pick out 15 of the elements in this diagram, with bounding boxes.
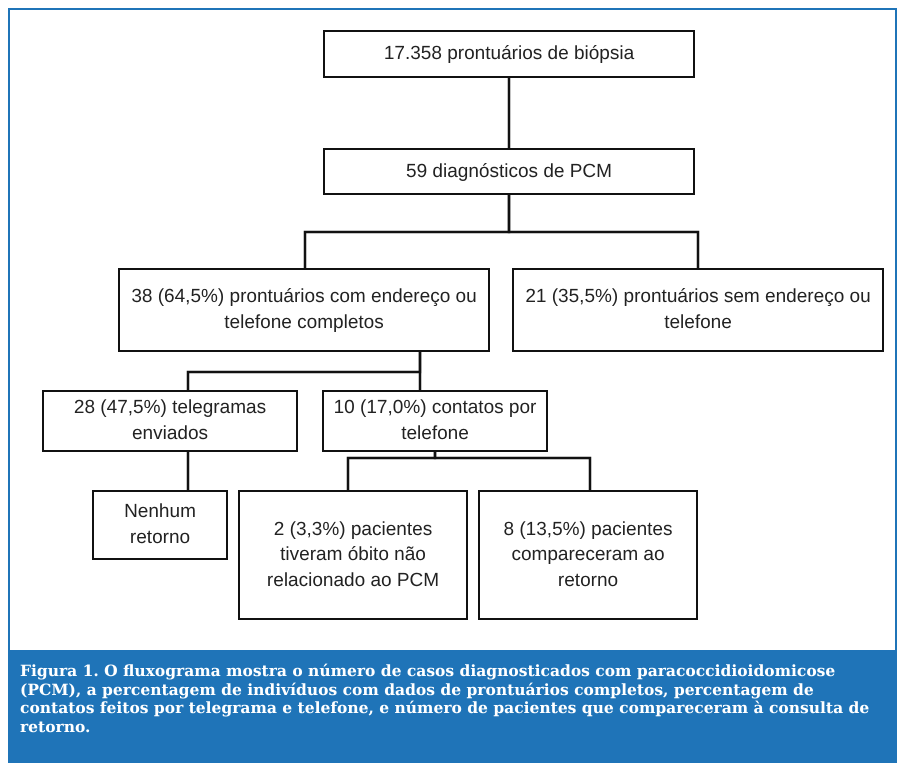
figure-caption: Figura 1. O fluxograma mostra o número de casos diagnosticados com paracoccidioidomicose (PCM), a percentagem de indivíduos com dados de prontuários completos, percentagem de contatos feitos por telegrama e telefone, e número de pacientes que compareceram à consulta de retorno. xyxy=(8,650,897,763)
process-box: 21 (35,5%) prontuários sem endereço ou telefone xyxy=(512,268,884,352)
process-box: 2 (3,3%) pacientes tiveram óbito não relacionado ao PCM xyxy=(238,490,468,620)
process-box: 17.358 prontuários de biópsia xyxy=(323,30,695,78)
connector-line xyxy=(434,452,592,490)
process-box: 10 (17,0%) contatos por telefone xyxy=(322,390,548,452)
process-box: 38 (64,5%) prontuários com endereço ou telefone completos xyxy=(118,268,490,352)
connector-line xyxy=(186,452,190,490)
process-box: 8 (13,5%) pacientes compareceram ao retorno xyxy=(478,490,698,620)
connector-line xyxy=(508,78,510,148)
process-box: 28 (47,5%) telegramas enviados xyxy=(42,390,298,452)
process-box: 59 diagnósticos de PCM xyxy=(323,148,695,195)
connector-line xyxy=(508,195,700,268)
connector-line xyxy=(418,352,422,390)
process-box: Nenhum retorno xyxy=(92,490,228,560)
